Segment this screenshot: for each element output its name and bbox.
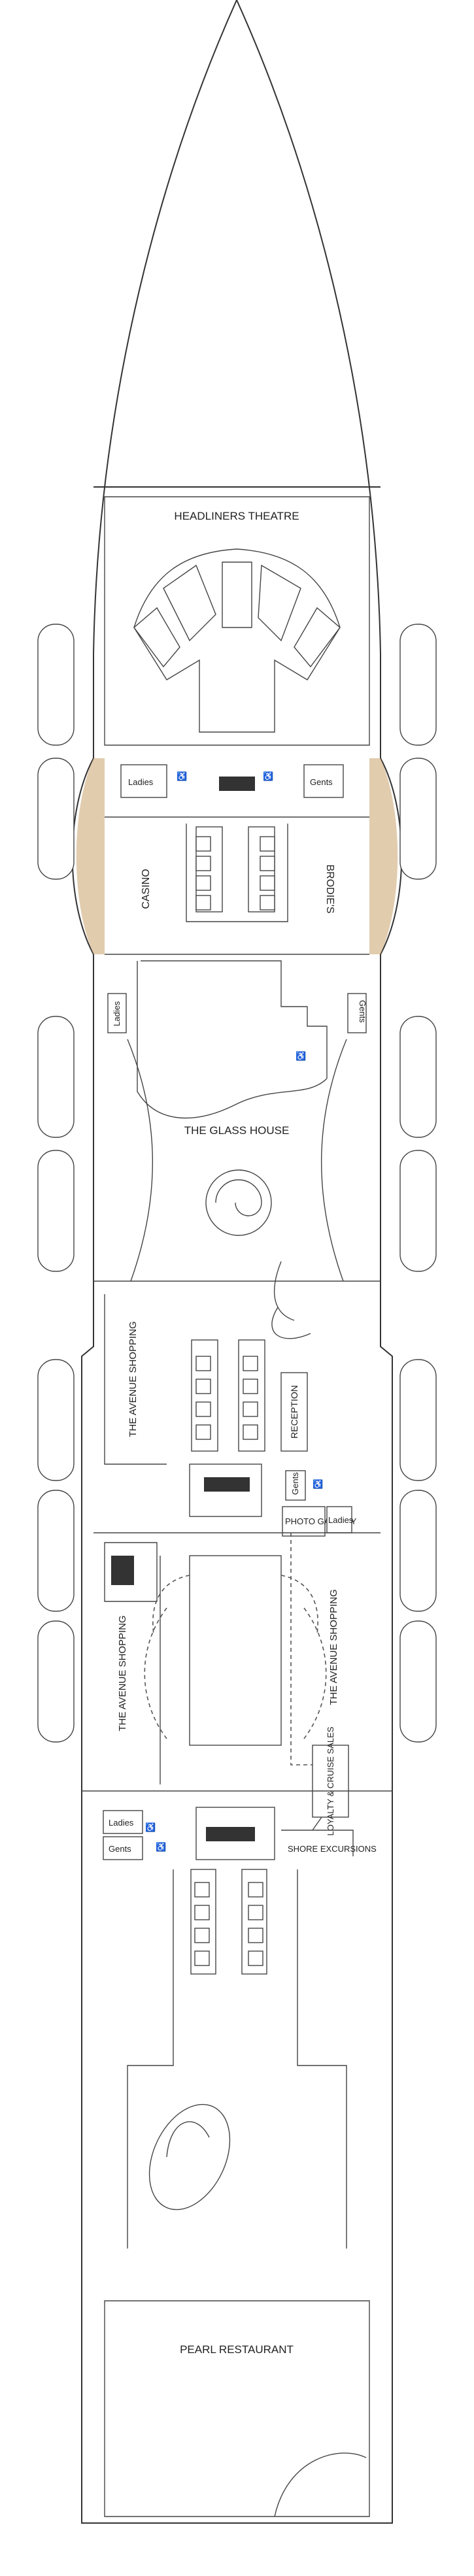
staircase-icon: [205, 1169, 272, 1236]
lift-icon: [248, 1905, 263, 1920]
lift-icon: [194, 1950, 210, 1966]
hull: [71, 0, 403, 2524]
aft-restrooms: Ladies Gents ♿ ♿: [82, 1790, 392, 1860]
lift-bank-mid: [189, 1339, 265, 1517]
staircase-icon: [206, 1827, 255, 1841]
staircase-icon: [204, 1477, 250, 1492]
lifeboat-icon: [37, 1490, 75, 1612]
staircase-icon: [111, 1556, 134, 1585]
wheelchair-icon: ♿: [296, 1051, 306, 1061]
lift-icon: [195, 1401, 211, 1417]
staircase-icon: [148, 2103, 231, 2211]
wheelchair-icon: ♿: [145, 1822, 156, 1832]
lifeboat-icon: [37, 758, 75, 880]
lifeboat-icon: [399, 758, 437, 880]
lift-icon: [195, 875, 211, 891]
lift-icon: [248, 1950, 263, 1966]
lifeboat-icon: [399, 1359, 437, 1481]
lifeboat-icon: [399, 1150, 437, 1272]
wheelchair-icon: ♿: [156, 1842, 166, 1852]
lift-icon: [260, 895, 275, 911]
lift-icon: [195, 836, 211, 852]
lifeboat-icon: [37, 624, 75, 746]
lifeboat-icon: [399, 1620, 437, 1743]
avenue-shopping-mid-right-label: THE AVENUE SHOPPING: [328, 1589, 339, 1705]
lifeboat-icon: [37, 1359, 75, 1481]
glass-house-label: THE GLASS HOUSE: [184, 1124, 290, 1137]
avenue-shopping-forward-label: THE AVENUE SHOPPING: [127, 1321, 139, 1437]
glass-house[interactable]: Ladies Gents ♿ THE GLASS HOUSE: [105, 954, 369, 1321]
lift-icon: [195, 895, 211, 911]
lifeboats-port: [37, 624, 75, 1743]
shore-excursions[interactable]: SHORE EXCURSIONS: [281, 1816, 377, 1856]
ladies-label: Ladies: [328, 1515, 354, 1525]
lift-icon: [194, 1928, 210, 1943]
wheelchair-icon: ♿: [313, 1479, 323, 1489]
avenue-shopping-mid-left-label: THE AVENUE SHOPPING: [117, 1615, 128, 1731]
lift-icon: [243, 1424, 258, 1440]
staircase-icon: [219, 777, 255, 791]
lifeboat-icon: [37, 1620, 75, 1743]
forward-restrooms: Ladies ♿ ♿ Gents: [105, 764, 369, 818]
wheelchair-icon: ♿: [177, 771, 187, 781]
reception[interactable]: RECEPTION Gents ♿: [271, 1307, 323, 1501]
lift-icon: [243, 1379, 258, 1394]
loyalty-cruise-sales[interactable]: LOYALTY & CRUISE SALES: [312, 1726, 349, 1835]
lift-bank-forward: [186, 824, 288, 922]
lift-icon: [248, 1928, 263, 1943]
brodies-label: BRODIE'S: [324, 864, 335, 913]
lift-icon: [260, 836, 275, 852]
wheelchair-icon: ♿: [263, 771, 273, 781]
photo-gallery[interactable]: PHOTO GALLERY Ladies: [282, 1506, 357, 1537]
avenue-shopping-mid-left[interactable]: THE AVENUE SHOPPING: [117, 1615, 128, 1731]
lift-icon: [243, 1356, 258, 1371]
deck-wood-port: [76, 758, 105, 954]
gents-label: Gents: [310, 777, 333, 787]
lift-icon: [195, 856, 211, 871]
lift-icon: [243, 1401, 258, 1417]
loyalty-cruise-sales-label: LOYALTY & CRUISE SALES: [326, 1726, 335, 1835]
casino[interactable]: CASINO: [141, 869, 152, 909]
casino-label: CASINO: [141, 869, 152, 909]
lift-icon: [195, 1424, 211, 1440]
lifeboat-icon: [399, 1016, 437, 1138]
lift-icon: [195, 1379, 211, 1394]
ladies-label: Ladies: [109, 1818, 134, 1828]
pearl-restaurant[interactable]: PEARL RESTAURANT: [133, 2092, 294, 2356]
lifeboat-icon: [399, 1490, 437, 1612]
lifeboat-icon: [37, 1016, 75, 1138]
deck-wood-starboard: [369, 758, 398, 954]
ladies-label: Ladies: [112, 1001, 122, 1026]
lift-icon: [194, 1882, 210, 1898]
lifeboats-starboard: [399, 624, 437, 1743]
lift-bank-aft: [127, 1807, 347, 2249]
headliners-theatre[interactable]: HEADLINERS THEATRE: [133, 510, 341, 733]
lift-icon: [195, 1356, 211, 1371]
shore-excursions-label: SHORE EXCURSIONS: [288, 1844, 377, 1854]
lift-icon: [260, 875, 275, 891]
gents-label: Gents: [358, 1000, 367, 1023]
gents-label: Gents: [290, 1472, 300, 1495]
reception-label: RECEPTION: [289, 1385, 299, 1439]
headliners-theatre-label: HEADLINERS THEATRE: [174, 510, 299, 522]
pearl-restaurant-label: PEARL RESTAURANT: [180, 2343, 294, 2356]
avenue-shopping-forward[interactable]: THE AVENUE SHOPPING: [93, 1280, 381, 1465]
ladies-label: Ladies: [128, 777, 154, 787]
lifeboat-icon: [37, 1150, 75, 1272]
gents-label: Gents: [109, 1844, 131, 1854]
lift-icon: [260, 856, 275, 871]
lift-icon: [248, 1882, 263, 1898]
avenue-shopping-mid-right[interactable]: THE AVENUE SHOPPING: [328, 1589, 339, 1705]
brodies[interactable]: BRODIE'S: [324, 864, 335, 913]
lifeboat-icon: [399, 624, 437, 746]
avenue-shopping-mid: [93, 1532, 381, 1784]
lift-icon: [194, 1905, 210, 1920]
